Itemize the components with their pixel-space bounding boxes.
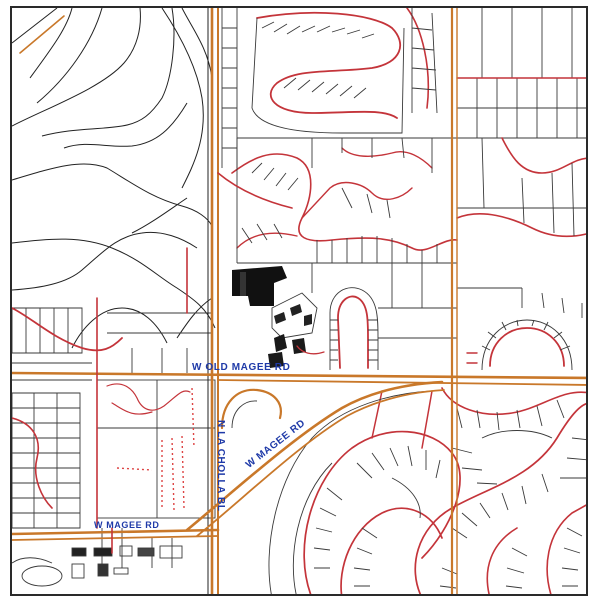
corner-road — [19, 15, 65, 54]
terrain-contours — [12, 8, 216, 349]
map-frame[interactable]: W OLD MAGEE RD W MAGEE RD N LA CHOLLA BL… — [10, 6, 588, 596]
parcels-lower-right — [268, 387, 586, 594]
parcels-right-middle — [456, 137, 586, 371]
undeveloped-parcel — [96, 379, 216, 519]
parcels-middle-center — [231, 137, 458, 308]
magee-bottom-label: W MAGEE RD — [94, 520, 160, 530]
magee-diagonal-road-line[interactable] — [185, 380, 444, 532]
parcels-top-center — [221, 8, 438, 168]
la-cholla-label: N LA CHOLLA BL — [215, 420, 226, 512]
building-footprints — [232, 266, 325, 368]
parcels-left — [12, 298, 212, 568]
magee-bottom-road-line[interactable] — [12, 528, 220, 536]
old-magee-label: W OLD MAGEE RD — [192, 362, 291, 373]
parcels-top-right — [456, 8, 586, 139]
old-magee-road-line[interactable] — [12, 371, 588, 380]
commercial-buildings — [12, 545, 183, 587]
corner-wash-line — [12, 8, 58, 44]
magee-loop — [220, 388, 282, 430]
loop-subdivision — [329, 287, 458, 373]
map-canvas — [12, 8, 588, 594]
major-roads — [12, 8, 588, 594]
